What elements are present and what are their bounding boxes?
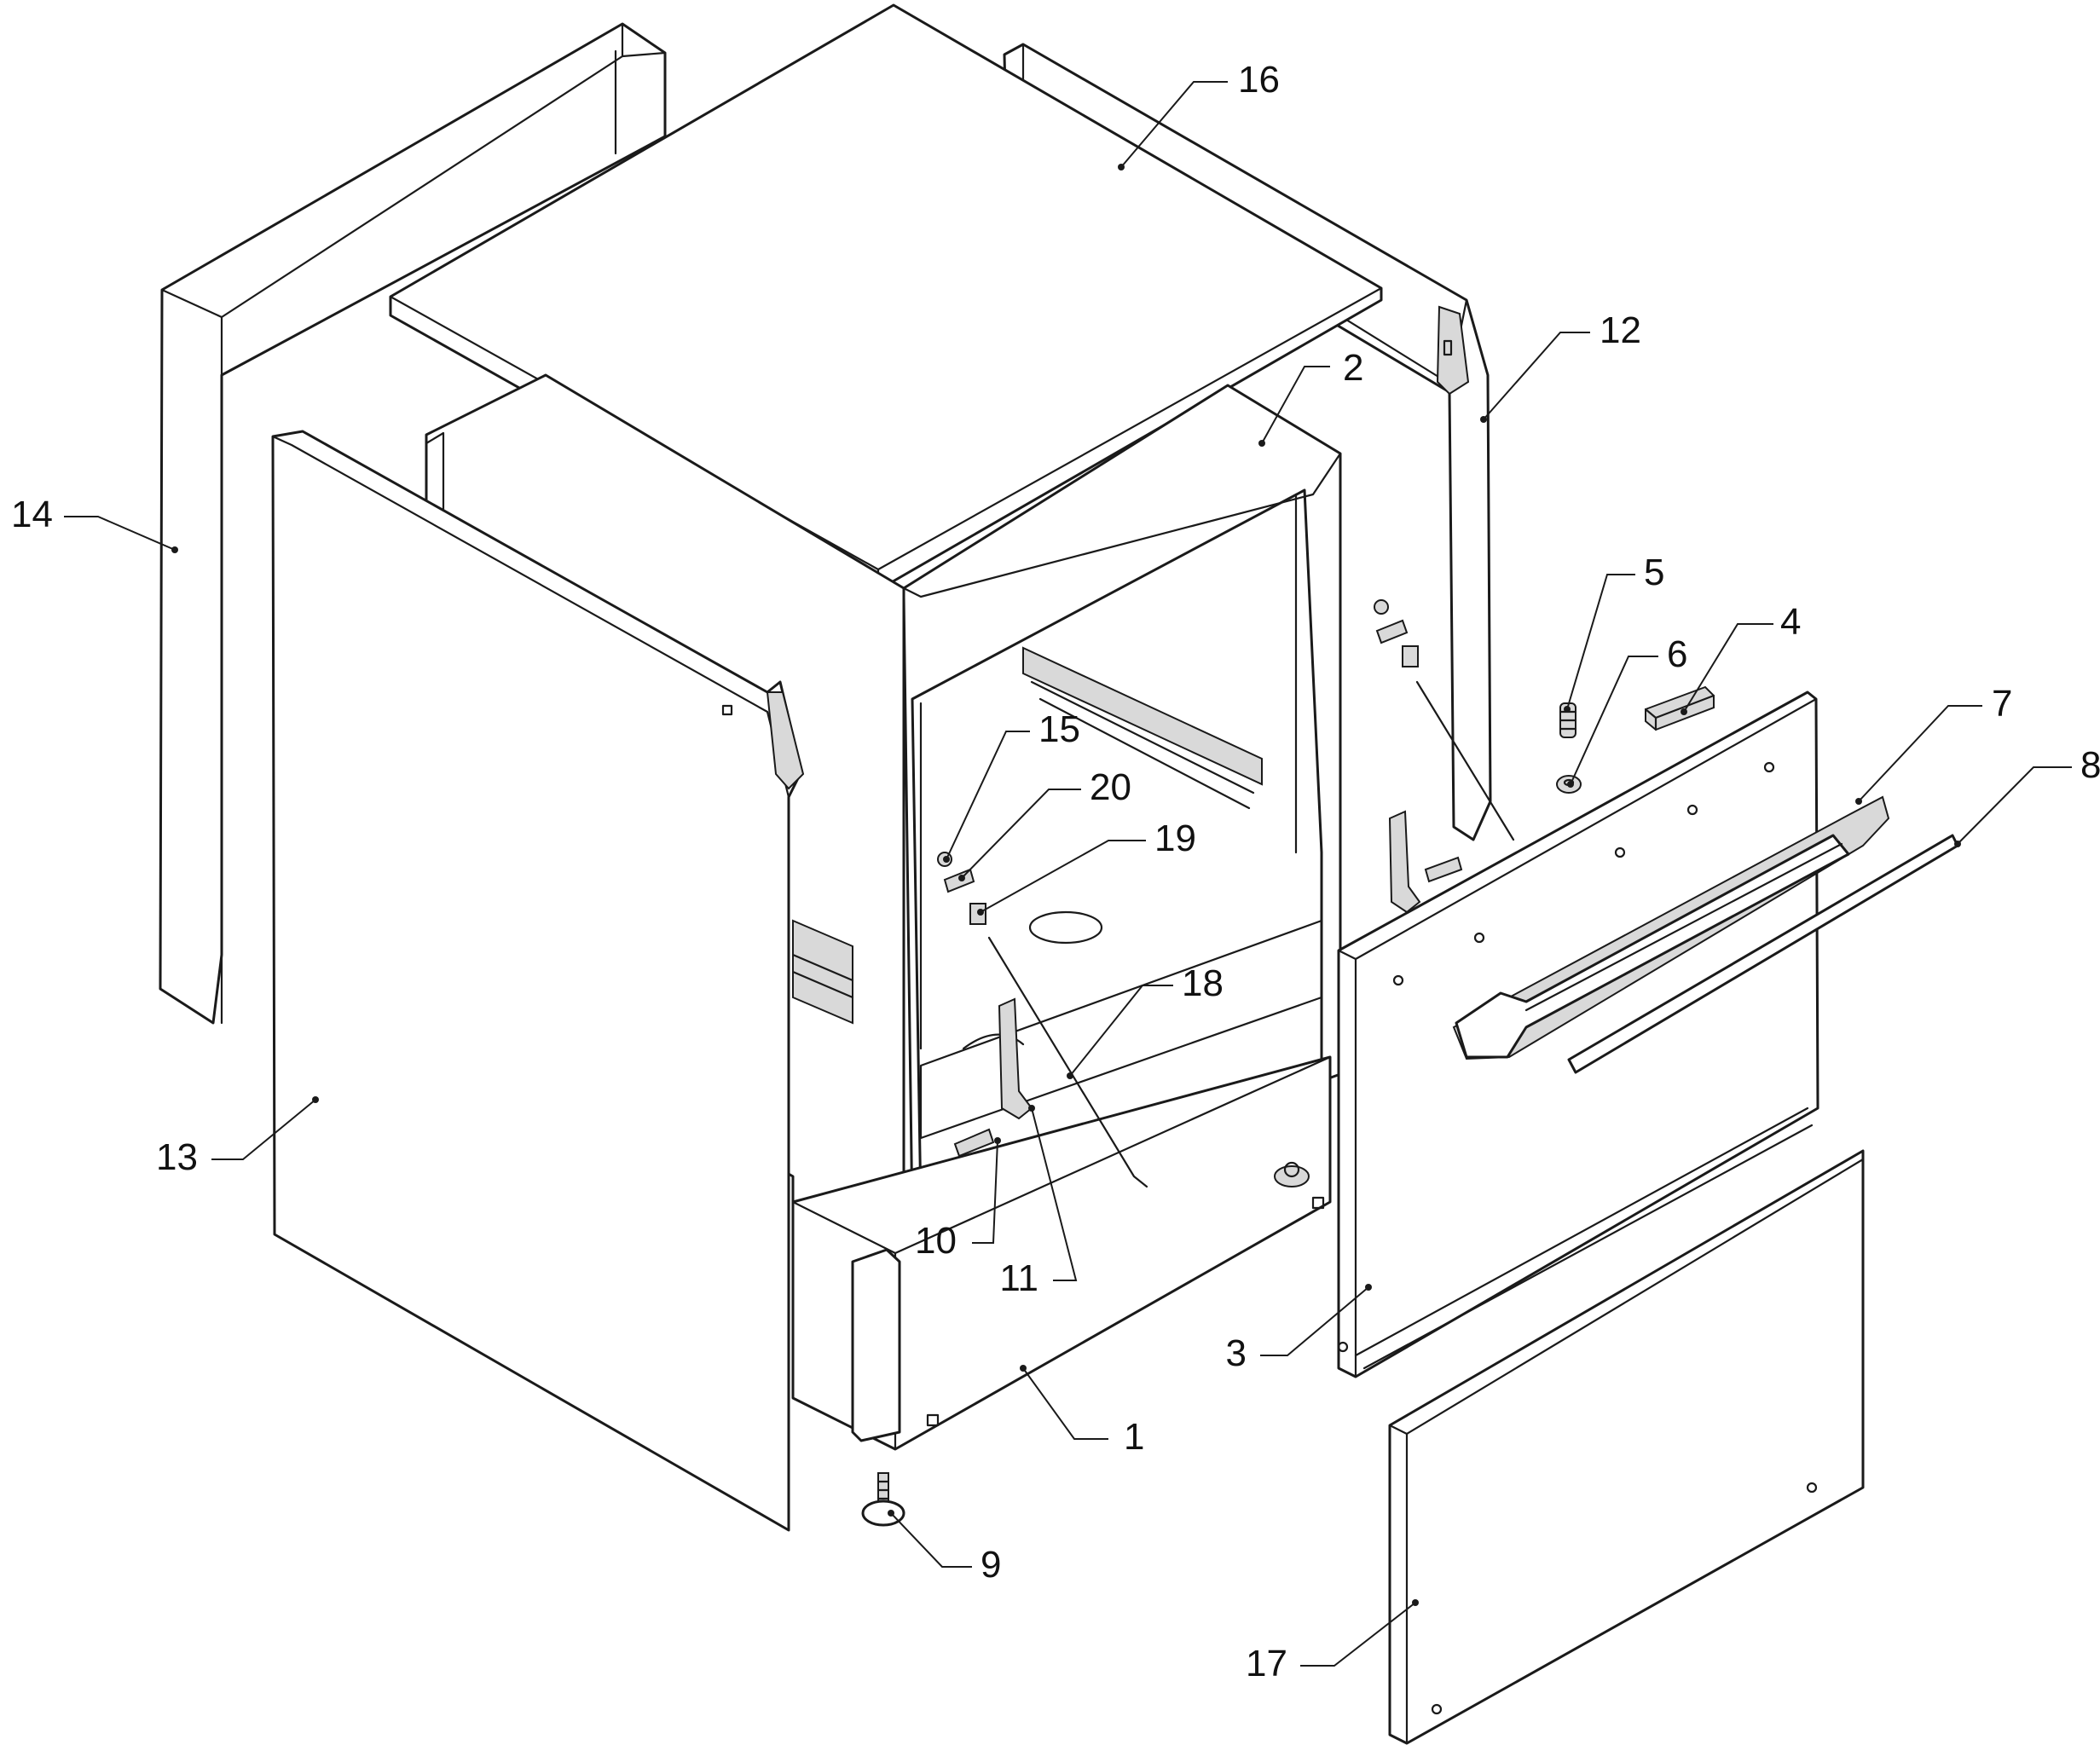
callout-label-10: 10 [915, 1220, 957, 1262]
part-13-left-side-panel [271, 430, 805, 1532]
callout-leader-7 [1858, 705, 1982, 802]
callout-1: 1 [1020, 1365, 1144, 1458]
callout-leader-4 [1683, 623, 1773, 713]
callout-leader-2 [1261, 366, 1330, 444]
callout-19: 19 [977, 818, 1196, 916]
callout-leader-17 [1300, 1602, 1416, 1667]
callout-leader-12 [1483, 332, 1590, 420]
callout-label-17: 17 [1246, 1643, 1287, 1684]
callout-dot-4 [1681, 708, 1687, 715]
callout-dot-20 [958, 875, 965, 881]
callout-10: 10 [915, 1137, 1001, 1262]
callout-dot-12 [1480, 416, 1487, 423]
callout-label-16: 16 [1238, 59, 1280, 101]
callout-leader-15 [946, 731, 1030, 860]
callout-dot-19 [977, 909, 984, 916]
callout-leader-19 [980, 840, 1146, 913]
callout-leader-9 [890, 1512, 972, 1568]
callout-13: 13 [156, 1096, 319, 1178]
callout-leader-20 [961, 789, 1081, 879]
callout-dot-18 [1067, 1072, 1073, 1079]
callout-leader-5 [1566, 574, 1635, 710]
callout-label-2: 2 [1343, 347, 1363, 389]
callout-9: 9 [888, 1510, 1001, 1586]
callout-11: 11 [999, 1105, 1078, 1299]
callout-label-1: 1 [1124, 1416, 1144, 1458]
callout-dot-1 [1020, 1365, 1027, 1372]
part-17-kick-panel [1388, 1149, 1865, 1745]
callout-label-6: 6 [1667, 633, 1687, 675]
callout-6: 6 [1567, 633, 1687, 788]
callout-label-11: 11 [999, 1257, 1038, 1299]
callout-dot-13 [312, 1096, 319, 1103]
callout-label-9: 9 [981, 1544, 1001, 1586]
callout-leader-13 [211, 1099, 316, 1160]
callout-label-5: 5 [1644, 552, 1664, 593]
callout-dot-8 [1954, 841, 1961, 847]
callout-12: 12 [1480, 309, 1641, 423]
part-1-base-frame [791, 1055, 1332, 1451]
callout-leader-8 [1957, 766, 2072, 845]
callout-18: 18 [1067, 962, 1224, 1079]
callout-dot-7 [1855, 798, 1862, 805]
part-7-door-handle [1452, 795, 1890, 1060]
callout-dot-16 [1118, 164, 1125, 170]
callout-dot-17 [1412, 1599, 1419, 1606]
part-4-bracket [1644, 685, 1715, 731]
callout-dot-5 [1564, 706, 1571, 713]
callout-label-8: 8 [2080, 744, 2100, 786]
callout-label-3: 3 [1226, 1332, 1247, 1374]
callout-dot-2 [1258, 440, 1265, 447]
callout-leader-3 [1260, 1286, 1369, 1356]
callout-leader-14 [64, 516, 176, 551]
callout-7: 7 [1855, 683, 2012, 805]
callout-leader-10 [972, 1140, 998, 1244]
callout-label-12: 12 [1600, 309, 1641, 351]
callout-leader-6 [1570, 656, 1658, 785]
callout-label-15: 15 [1038, 708, 1080, 750]
callout-leader-18 [1069, 985, 1173, 1077]
callout-leader-16 [1120, 81, 1228, 168]
callout-8: 8 [1954, 744, 2100, 847]
callout-dot-6 [1567, 781, 1574, 788]
callout-4: 4 [1681, 601, 1801, 715]
callout-dot-10 [994, 1137, 1001, 1144]
callout-dot-11 [1028, 1105, 1035, 1112]
callout-14: 14 [11, 494, 178, 553]
callout-dot-15 [943, 856, 950, 863]
callout-15: 15 [943, 708, 1080, 863]
callout-leader-11 [1031, 1107, 1078, 1281]
callout-label-19: 19 [1154, 818, 1196, 859]
callout-label-13: 13 [156, 1136, 198, 1178]
callout-dot-9 [888, 1510, 894, 1517]
callout-20: 20 [958, 766, 1131, 881]
callout-16: 16 [1118, 59, 1280, 170]
callout-dot-3 [1365, 1284, 1372, 1291]
hinge-hardware [937, 599, 1515, 1188]
callout-leader-1 [1022, 1367, 1108, 1440]
callout-3: 3 [1226, 1284, 1372, 1374]
callout-17: 17 [1246, 1599, 1419, 1684]
callout-label-7: 7 [1992, 683, 2012, 725]
callout-label-14: 14 [11, 494, 53, 535]
part-9-levelling-foot [861, 1472, 905, 1527]
callout-label-18: 18 [1182, 962, 1224, 1004]
part-3-front-door [1337, 690, 1819, 1378]
callout-label-20: 20 [1090, 766, 1131, 808]
callout-2: 2 [1258, 347, 1363, 447]
callout-label-4: 4 [1780, 601, 1801, 643]
callout-dot-14 [171, 546, 178, 553]
part-14-rear-side-panel [159, 22, 667, 1025]
callout-5: 5 [1564, 552, 1664, 713]
